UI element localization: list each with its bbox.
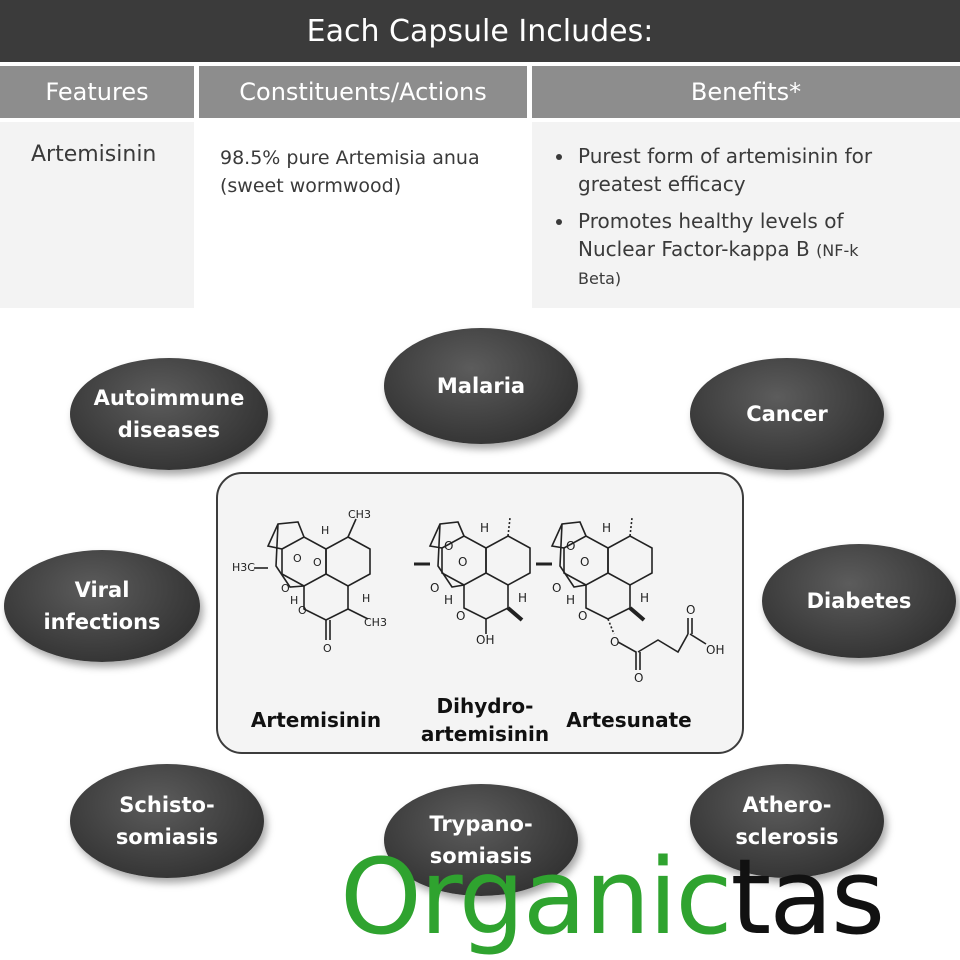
artemisinin-atom: CH3	[364, 616, 387, 629]
artesunate-atom: O	[566, 539, 575, 553]
artesunate-atom: O	[580, 555, 589, 569]
condition-trypanosomiasis: Trypano-somiasis	[384, 784, 578, 896]
benefit-item: Promotes healthy levels of Nuclear Facto…	[554, 207, 950, 293]
header-benefits: Benefits*	[532, 66, 960, 118]
artemisinin-atom: H	[362, 592, 370, 605]
condition-label: Cancer	[746, 402, 828, 426]
condition-malaria: Malaria	[384, 328, 578, 444]
dihydroartemisinin-atom: O	[458, 555, 467, 569]
molecule-structures: CH3 H O O H3C O H H O CH3 O	[232, 508, 724, 685]
condition-cancer: Cancer	[690, 358, 884, 470]
benefit-text: Purest form of artemisinin for	[578, 144, 873, 168]
condition-label: somiasis	[429, 844, 533, 868]
condition-label: diseases	[117, 418, 221, 442]
feature-cell: Artemisinin	[0, 122, 194, 308]
dihydroartemisinin-atom: OH	[476, 633, 494, 647]
artemisinin-atom: O	[281, 582, 290, 595]
benefit-text-small: (NF-k	[816, 241, 859, 260]
artesunate-atom: O	[578, 609, 587, 623]
constituents-line-2: (sweet wormwood)	[220, 175, 402, 197]
condition-label: Diabetes	[806, 589, 912, 613]
label-dihydro-line-2: artemisinin	[420, 722, 550, 746]
constituents-cell: 98.5% pure Artemisia anua (sweet wormwoo…	[199, 122, 527, 308]
condition-label: Malaria	[436, 374, 526, 398]
condition-label: Autoimmune	[93, 386, 245, 410]
benefit-text-small: Beta)	[578, 269, 622, 288]
header-features: Features	[0, 66, 194, 118]
condition-schistosomiasis: Schisto-somiasis	[70, 764, 264, 878]
constituents-line-1: 98.5% pure Artemisia anua	[220, 147, 480, 169]
dihydroartemisinin-atom: O	[430, 581, 439, 595]
artemisinin-atom: H3C	[232, 561, 255, 574]
dihydroartemisinin-atom: H	[480, 521, 489, 535]
molecule-panel: CH3 H O O H3C O H H O CH3 O	[216, 472, 744, 754]
dihydroartemisinin-atom: O	[456, 609, 465, 623]
artesunate-atom: O	[634, 671, 643, 685]
benefit-text-main: Nuclear Factor-kappa B	[578, 237, 810, 261]
condition-label: Athero-	[742, 793, 832, 817]
artemisinin-atom: H	[290, 594, 298, 607]
benefit-item: Purest form of artemisinin for greatest …	[554, 142, 950, 198]
condition-diabetes: Diabetes	[762, 544, 956, 658]
benefit-text: greatest efficacy	[578, 172, 746, 196]
label-artemisinin: Artemisinin	[250, 708, 382, 732]
dihydroartemisinin-atom: O	[444, 539, 453, 553]
artemisinin-atom: CH3	[348, 508, 371, 521]
artemisinin-atom: H	[321, 524, 329, 537]
brand-logo: Organictas	[340, 838, 940, 956]
artesunate-atom: O	[610, 635, 619, 649]
artesunate-structure: H O O O H H O O O O OH	[536, 517, 724, 685]
benefit-text: Promotes healthy levels of	[578, 209, 844, 233]
artesunate-atom: O	[686, 603, 695, 617]
artemisinin-atom: O	[313, 556, 322, 569]
condition-viral: Viral infections	[4, 550, 200, 662]
artesunate-atom: H	[602, 521, 611, 535]
benefit-text: Nuclear Factor-kappa B (NF-k	[578, 235, 950, 265]
condition-label: sclerosis	[735, 825, 839, 849]
benefits-list: Purest form of artemisinin for greatest …	[554, 142, 950, 293]
benefits-cell: Purest form of artemisinin for greatest …	[532, 122, 960, 308]
condition-label: somiasis	[115, 825, 219, 849]
dihydroartemisinin-structure: H O O O H H O OH	[414, 517, 531, 647]
artesunate-atom: H	[640, 591, 649, 605]
artemisinin-atom: O	[293, 552, 302, 565]
logo-text-green: Organic	[340, 836, 733, 958]
condition-autoimmune: Autoimmune diseases	[70, 358, 268, 470]
artesunate-atom: H	[566, 593, 575, 607]
dihydroartemisinin-atom: H	[444, 593, 453, 607]
feature-name: Artemisinin	[31, 142, 157, 167]
artesunate-atom: O	[552, 581, 561, 595]
label-dihydro-line-1: Dihydro-	[436, 694, 534, 718]
label-artesunate: Artesunate	[566, 708, 692, 732]
condition-label: Trypano-	[429, 812, 533, 836]
artesunate-atom: OH	[706, 643, 724, 657]
condition-label: Schisto-	[119, 793, 215, 817]
condition-label: Viral	[74, 578, 130, 602]
label-dihydroartemisinin: Dihydro- artemisinin	[410, 692, 560, 748]
header-constituents: Constituents/Actions	[199, 66, 527, 118]
artemisinin-atom: O	[298, 604, 307, 617]
artemisinin-atom: O	[323, 642, 332, 655]
condition-atherosclerosis: Athero-sclerosis	[690, 764, 884, 878]
dihydroartemisinin-atom: H	[518, 591, 527, 605]
artemisinin-structure: CH3 H O O H3C O H H O CH3 O	[232, 508, 387, 655]
logo-text-black: tas	[730, 836, 886, 958]
condition-label: infections	[43, 610, 161, 634]
page-title: Each Capsule Includes:	[0, 0, 960, 62]
